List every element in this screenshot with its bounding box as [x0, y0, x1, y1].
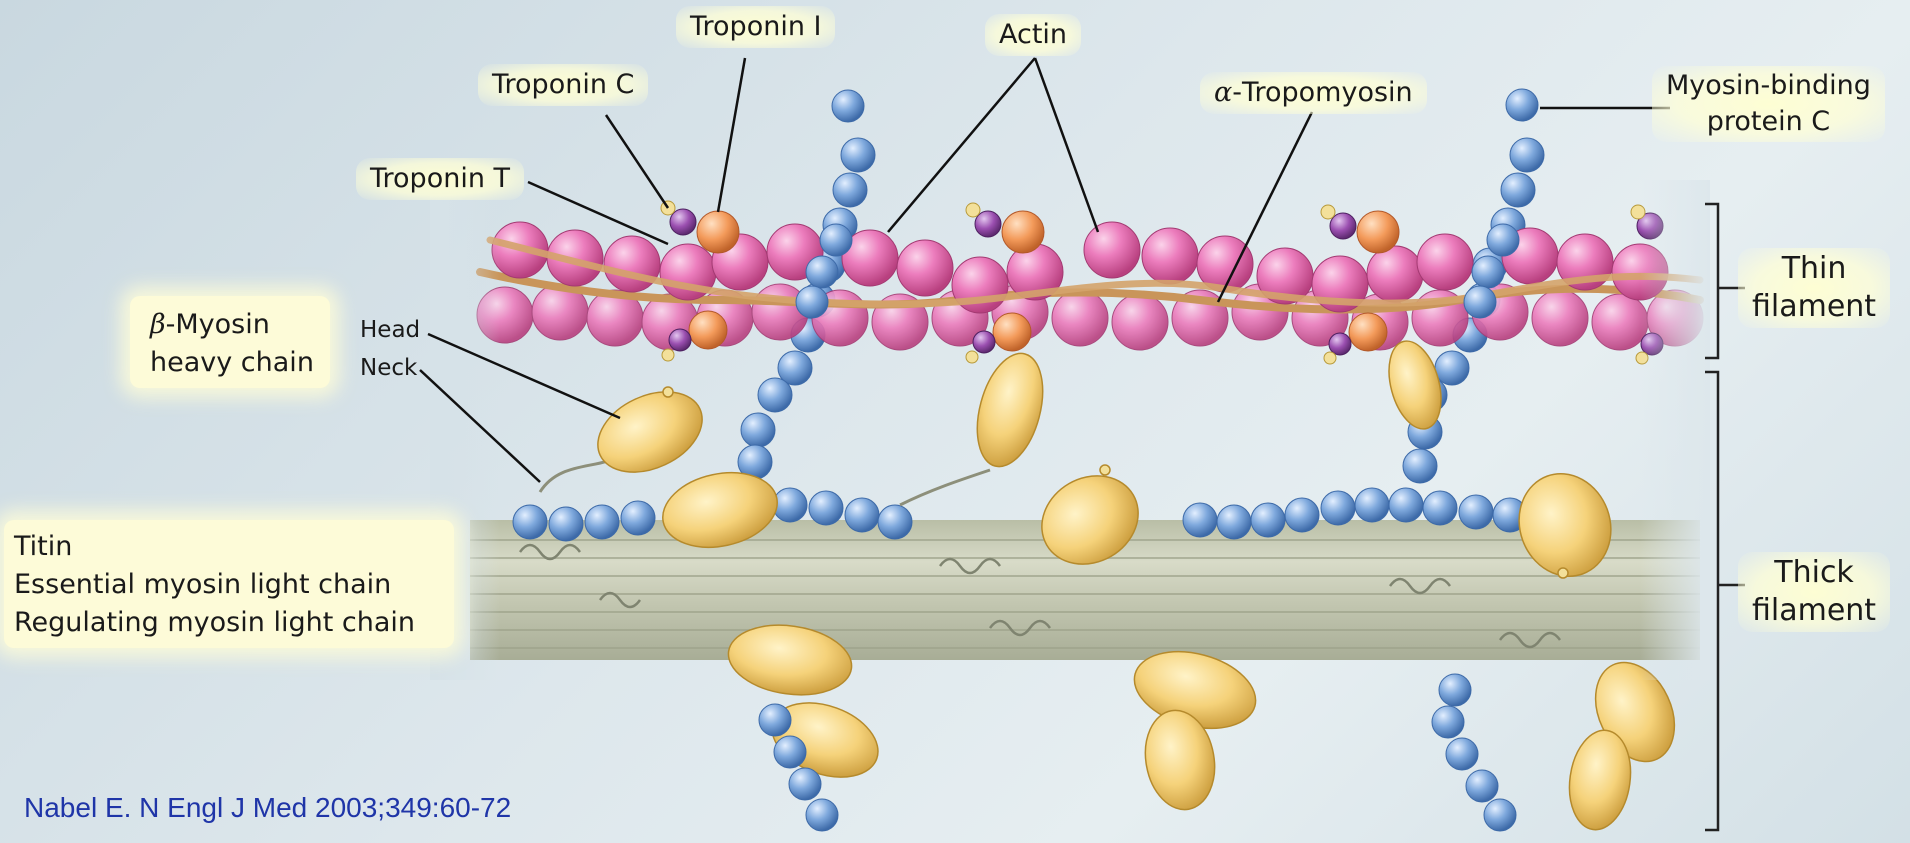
label-head: Head [360, 314, 420, 346]
label-troponin-i: Troponin I [676, 6, 835, 48]
label-troponin-c: Troponin C [478, 64, 648, 106]
label-troponin-t: Troponin T [356, 158, 524, 200]
leader-troponin-c [606, 115, 668, 208]
thick-line2: filament [1752, 592, 1876, 630]
label-neck: Neck [360, 352, 417, 384]
leader-actin-left [888, 58, 1035, 232]
leader-troponin-t [528, 182, 668, 244]
beta-symbol: β [150, 309, 166, 340]
label-regulating-light-chain: Regulating myosin light chain [14, 604, 415, 642]
citation: Nabel E. N Engl J Med 2003;349:60-72 [24, 792, 511, 824]
alpha-symbol: α [1214, 77, 1232, 108]
label-actin: Actin [985, 14, 1081, 56]
tropomyosin-text: -Tropomyosin [1232, 77, 1412, 108]
leader-actin-right [1035, 58, 1098, 232]
mybpc-line1: Myosin-binding [1666, 68, 1871, 104]
label-thick-filament: Thick filament [1738, 552, 1890, 632]
label-essential-light-chain: Essential myosin light chain [14, 566, 391, 604]
label-titin: Titin [14, 528, 72, 566]
label-thin-filament: Thin filament [1738, 248, 1890, 328]
myosin-text: -Myosin [166, 309, 270, 340]
label-myosin-heavy-chain: β-Myosin heavy chain [150, 306, 314, 382]
mybpc-line2: protein C [1666, 104, 1871, 140]
thick-line1: Thick [1752, 554, 1876, 592]
myosin-line2: heavy chain [150, 344, 314, 382]
thin-line1: Thin [1752, 250, 1876, 288]
myosin-line1: β-Myosin [150, 306, 314, 344]
thin-line2: filament [1752, 288, 1876, 326]
label-tropomyosin: α-Tropomyosin [1200, 72, 1427, 114]
label-myosin-binding-protein-c: Myosin-binding protein C [1652, 66, 1885, 142]
leader-troponin-i [718, 58, 745, 212]
